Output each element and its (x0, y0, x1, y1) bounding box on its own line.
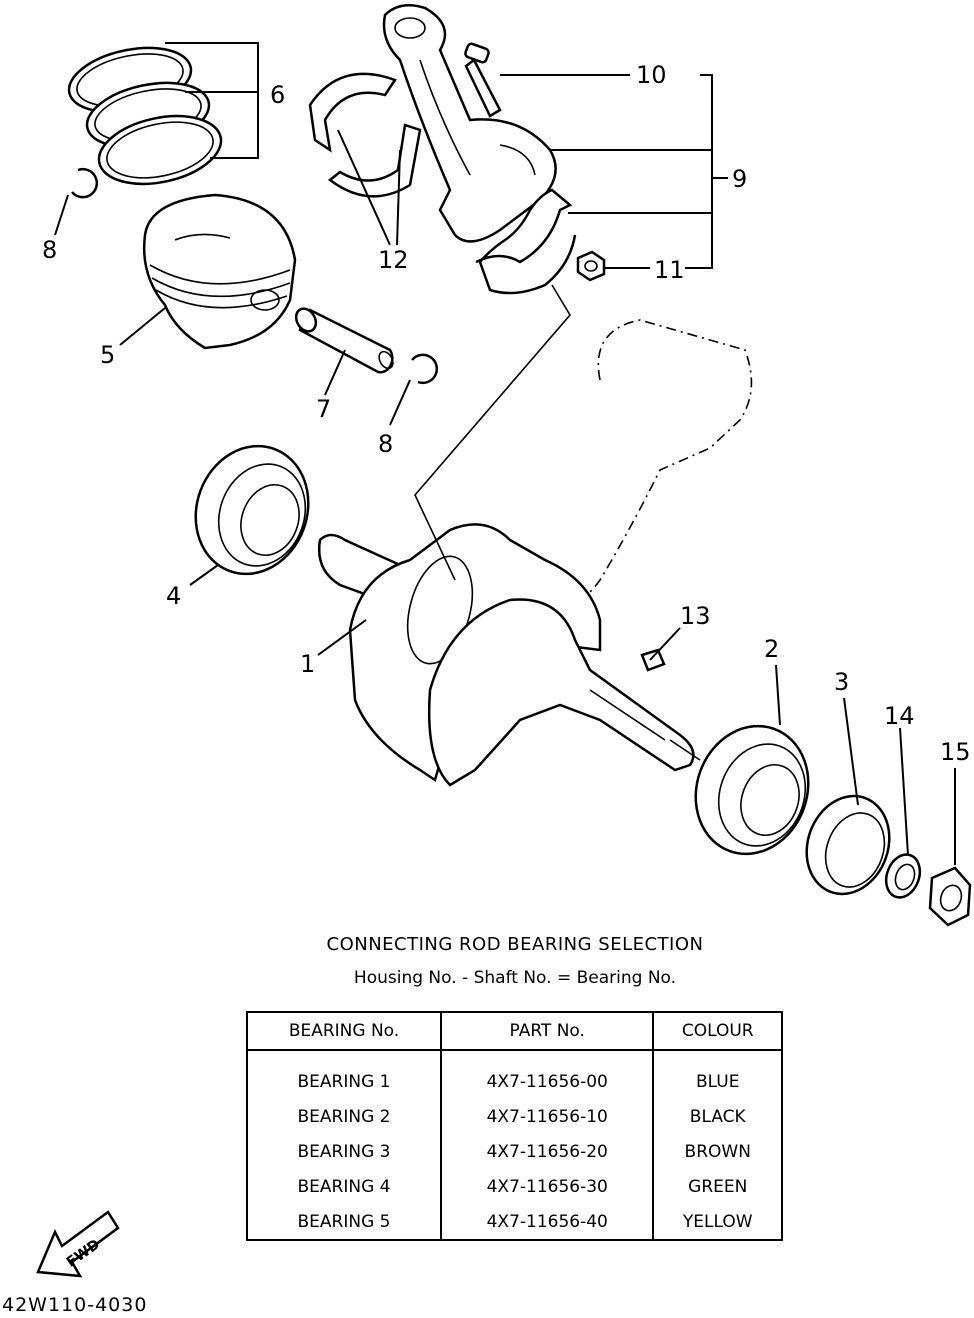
connecting-rod-bolt (464, 42, 502, 118)
bearing-selection-table: BEARING No. PART No. COLOUR BEARING 1 4X… (246, 1011, 783, 1241)
callout-12: 12 (378, 246, 409, 274)
colour-cell: GREEN (688, 1176, 748, 1197)
bearing-no-cell: BEARING 3 (247, 1134, 443, 1169)
bearing-no-cell: BEARING 5 (247, 1204, 443, 1240)
crankshaft-nut (928, 866, 972, 927)
callout-3: 3 (834, 668, 849, 696)
main-bearing-left (194, 444, 310, 576)
part-no-cell: 4X7-11656-20 (441, 1134, 655, 1169)
part-no-cell: 4X7-11656-10 (441, 1099, 655, 1134)
bearing-no-cell: BEARING 1 (247, 1050, 443, 1099)
callout-13: 13 (680, 602, 711, 630)
leader-lines (54, 42, 956, 865)
part-no-cell: 4X7-11656-30 (441, 1169, 655, 1204)
callout-10: 10 (636, 61, 667, 89)
selection-title: CONNECTING ROD BEARING SELECTION (326, 934, 704, 955)
colour-cell: BROWN (684, 1141, 751, 1162)
woodruff-key (640, 648, 666, 672)
selection-formula: Housing No. - Shaft No. = Bearing No. (353, 968, 677, 988)
piston-pin-clip-left (71, 167, 99, 199)
colour-cell: BLUE (695, 1071, 740, 1092)
callout-9: 9 (732, 165, 747, 193)
primary-drive-gear (805, 794, 891, 896)
piston (143, 193, 297, 350)
crankshaft (317, 523, 701, 787)
table-row: BEARING 2 4X7-11656-10 BLACK (247, 1099, 782, 1134)
piston-pin (294, 307, 394, 374)
colour-cell: BLACK (689, 1106, 746, 1127)
callout-7: 7 (316, 395, 331, 423)
callout-5: 5 (100, 341, 115, 369)
colour-cell: YELLOW (682, 1211, 753, 1232)
callout-14: 14 (884, 702, 915, 730)
part-no-cell: 4X7-11656-00 (441, 1050, 655, 1099)
fwd-arrow-icon: FWD (36, 1210, 120, 1278)
callout-2: 2 (764, 635, 779, 663)
main-bearing-right (694, 724, 810, 856)
bearing-no-cell: BEARING 2 (247, 1099, 443, 1134)
table-header-row: BEARING No. PART No. COLOUR (247, 1012, 782, 1051)
bearing-no-cell: BEARING 4 (247, 1169, 443, 1204)
table-row: BEARING 1 4X7-11656-00 BLUE (247, 1050, 782, 1099)
connecting-rod-nut (576, 250, 606, 282)
callout-15: 15 (940, 738, 971, 766)
connecting-rod (382, 3, 557, 243)
part-no-cell: 4X7-11656-40 (441, 1204, 655, 1240)
piston-pin-clip-right (411, 353, 439, 385)
table-row: BEARING 3 4X7-11656-20 BROWN (247, 1134, 782, 1169)
piston-ring-set (67, 46, 223, 186)
callout-8-right: 8 (378, 430, 393, 458)
table-row: BEARING 4 4X7-11656-30 GREEN (247, 1169, 782, 1204)
header-bearing-no: BEARING No. (247, 1012, 443, 1051)
callout-6: 6 (270, 81, 285, 109)
big-end-bearing-halves (308, 72, 422, 198)
connecting-rod-cap (475, 188, 577, 295)
header-colour: COLOUR (653, 1012, 782, 1051)
callout-11: 11 (654, 256, 685, 284)
table-row: BEARING 5 4X7-11656-40 YELLOW (247, 1204, 782, 1240)
callout-8-left: 8 (42, 236, 57, 264)
header-part-no: PART No. (441, 1012, 655, 1051)
callout-4: 4 (166, 582, 181, 610)
callout-1: 1 (300, 650, 315, 678)
washer (884, 853, 922, 899)
drawing-id: 42W110-4030 (2, 1294, 148, 1316)
phantom-rod-outline (559, 319, 753, 602)
